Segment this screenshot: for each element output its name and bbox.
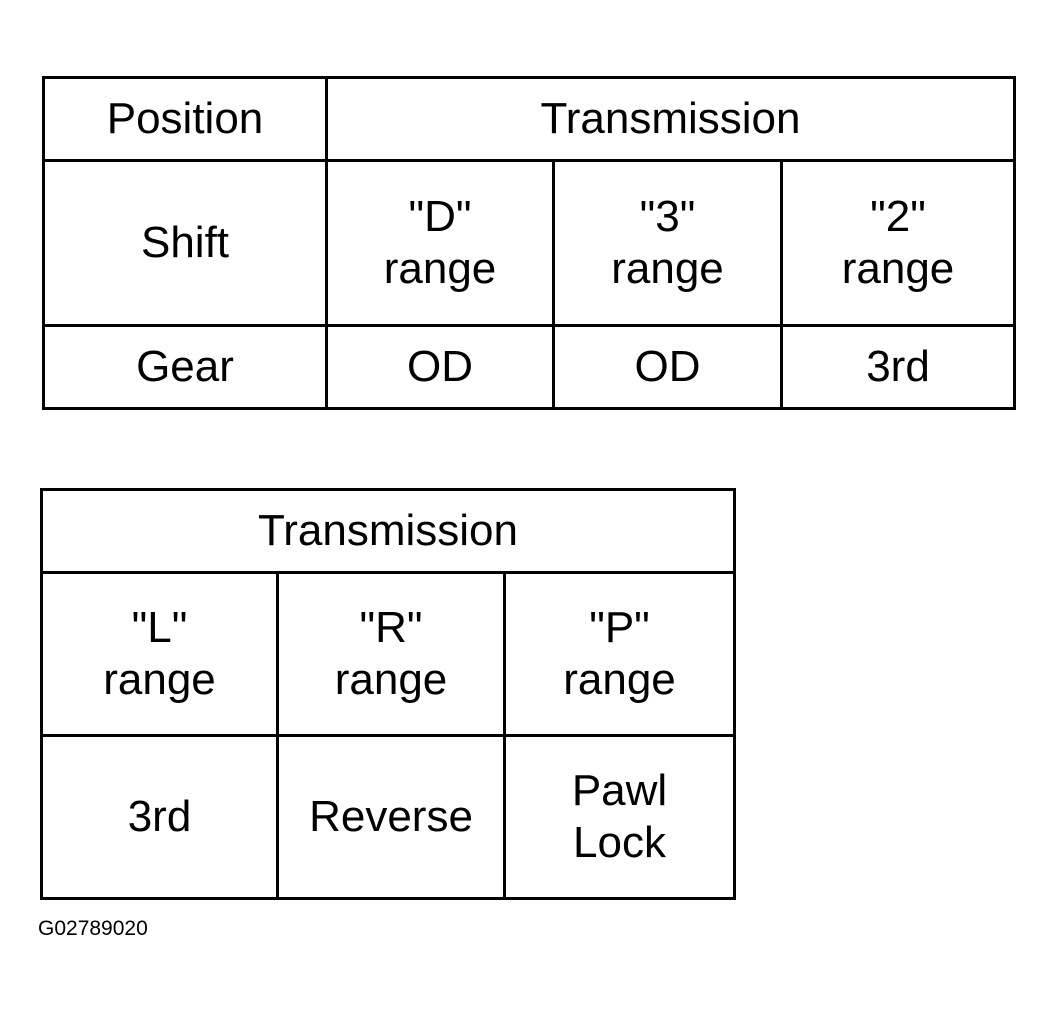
r-range-cell: "R" range <box>276 571 506 737</box>
p-range-cell: "P" range <box>502 571 737 737</box>
shift-row: Shift "D" range "3" range "2" range <box>42 159 1017 327</box>
shift-position-table-2: Transmission "L" range "R" range "P" ran… <box>39 488 737 900</box>
range-word: range <box>383 244 497 293</box>
shift-position-table-1: Position Transmission Shift "D" range "3… <box>42 76 1017 410</box>
gear-value-cell: Pawl Lock <box>502 734 737 900</box>
table-header-row: Transmission <box>39 488 737 574</box>
figure-id-label: G02789020 <box>38 917 148 940</box>
gear-text-line: Lock <box>573 818 666 867</box>
gear-value-cell: OD <box>325 324 555 410</box>
range-letter: "L" <box>131 603 188 652</box>
gear-value-cell: 3rd <box>779 324 1017 410</box>
range-letter: "P" <box>589 603 650 652</box>
shift-row: "L" range "R" range "P" range <box>40 571 737 737</box>
transmission-header-cell: Transmission <box>324 76 1017 162</box>
range-letter: "R" <box>359 603 423 652</box>
gear-label-cell: Gear <box>42 324 328 410</box>
range-word: range <box>841 244 955 293</box>
gear-text-line: Pawl <box>571 766 668 815</box>
gear-value-cell: 3rd <box>40 734 279 900</box>
gear-text-line: 3rd <box>127 792 192 841</box>
gear-row: 3rd Reverse Pawl Lock <box>40 734 737 900</box>
gear-row: Gear OD OD 3rd <box>42 324 1017 410</box>
range-word: range <box>103 655 216 704</box>
range-word: range <box>611 244 724 293</box>
2-range-cell: "2" range <box>779 159 1017 327</box>
gear-value-cell: Reverse <box>276 734 506 900</box>
range-word: range <box>334 655 448 704</box>
gear-text-line: Reverse <box>309 792 473 841</box>
position-header-cell: Position <box>42 76 328 162</box>
range-word: range <box>563 655 676 704</box>
range-letter: "3" <box>639 192 696 241</box>
gear-value-cell: OD <box>552 324 783 410</box>
transmission-header-cell: Transmission <box>39 488 737 574</box>
d-range-cell: "D" range <box>325 159 555 327</box>
3-range-cell: "3" range <box>552 159 783 327</box>
table-header-row: Position Transmission <box>42 76 1017 162</box>
l-range-cell: "L" range <box>40 571 279 737</box>
shift-label-cell: Shift <box>42 159 328 327</box>
range-letter: "D" <box>408 192 472 241</box>
range-letter: "2" <box>870 192 926 241</box>
